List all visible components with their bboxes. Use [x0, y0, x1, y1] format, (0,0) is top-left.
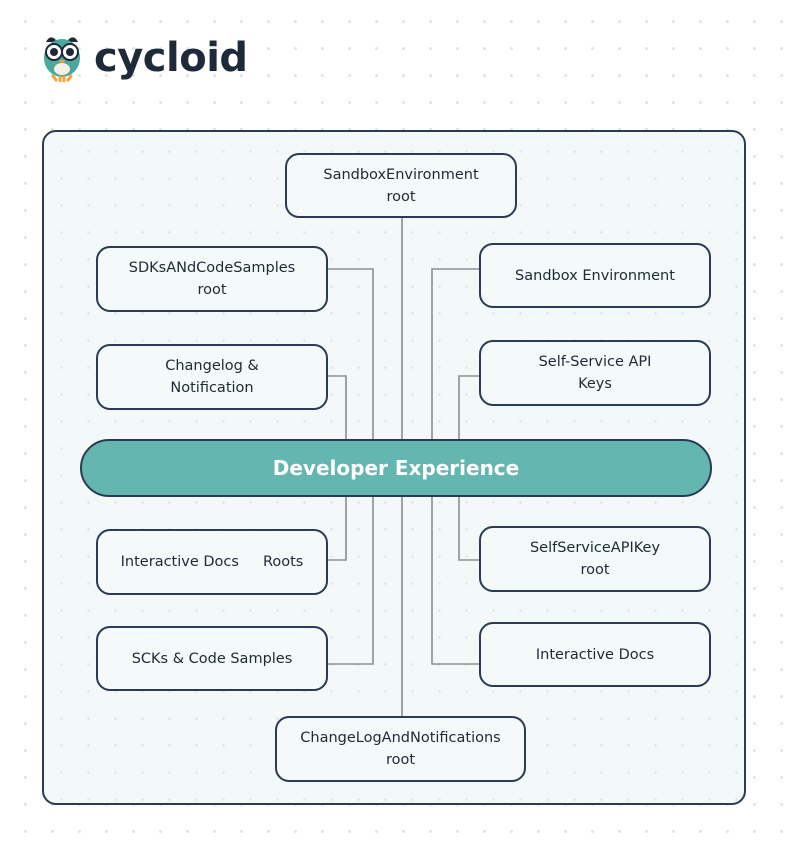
node-line: Interactive Docs [535, 646, 655, 663]
connector-right2 [458, 375, 480, 440]
node-line: Keys [578, 376, 612, 392]
node-sandbox-environment-root: SandboxEnvironment root [285, 153, 517, 218]
connector-left2 [327, 375, 347, 440]
connector-left1 [327, 268, 374, 440]
node-changelog-and-notifications-root: ChangeLogAndNotifications root [275, 716, 526, 782]
connector-right3 [458, 496, 480, 561]
node-line: root [197, 282, 227, 298]
node-interactive-docs: Interactive Docs [479, 622, 711, 687]
node-line: root [386, 188, 416, 205]
node-line: SandboxEnvironment [323, 166, 479, 183]
owl-logo-icon [44, 37, 80, 82]
connector-left4 [327, 496, 374, 665]
node-line: root [580, 562, 610, 578]
node-interactive-docs-roots: Interactive Docs Roots [96, 529, 328, 595]
connector-left3 [327, 496, 347, 561]
node-line: ChangeLogAndNotifications [300, 730, 501, 746]
node-changelog-notification: Changelog & Notification [96, 344, 328, 410]
node-sandbox-environment: Sandbox Environment [479, 243, 711, 308]
node-line: SelfServiceAPIKey [529, 540, 661, 556]
node-scks-code-samples: SCKs & Code Samples [96, 626, 328, 691]
node-sdks-and-code-samples-root: SDKsANdCodeSamples root [96, 246, 328, 312]
brand-name: cycloid [94, 35, 248, 81]
connector-right4 [431, 496, 480, 665]
node-line: Changelog & [165, 358, 259, 374]
node-self-service-api-keys: Self-Service API Keys [479, 340, 711, 406]
node-line: Roots [262, 554, 304, 570]
node-line: SDKsANdCodeSamples [128, 260, 296, 276]
node-line: Self-Service API [538, 354, 652, 370]
node-line: Notification [170, 380, 254, 396]
node-self-service-api-key-root: SelfServiceAPIKey root [479, 526, 711, 592]
node-line: SCKs & Code Samples [131, 650, 293, 667]
node-line: Sandbox Environment [515, 267, 675, 284]
node-line: root [385, 752, 416, 768]
node-line: Interactive Docs [120, 554, 239, 570]
node-developer-experience: Developer Experience [80, 439, 712, 497]
connector-right1 [431, 268, 480, 440]
